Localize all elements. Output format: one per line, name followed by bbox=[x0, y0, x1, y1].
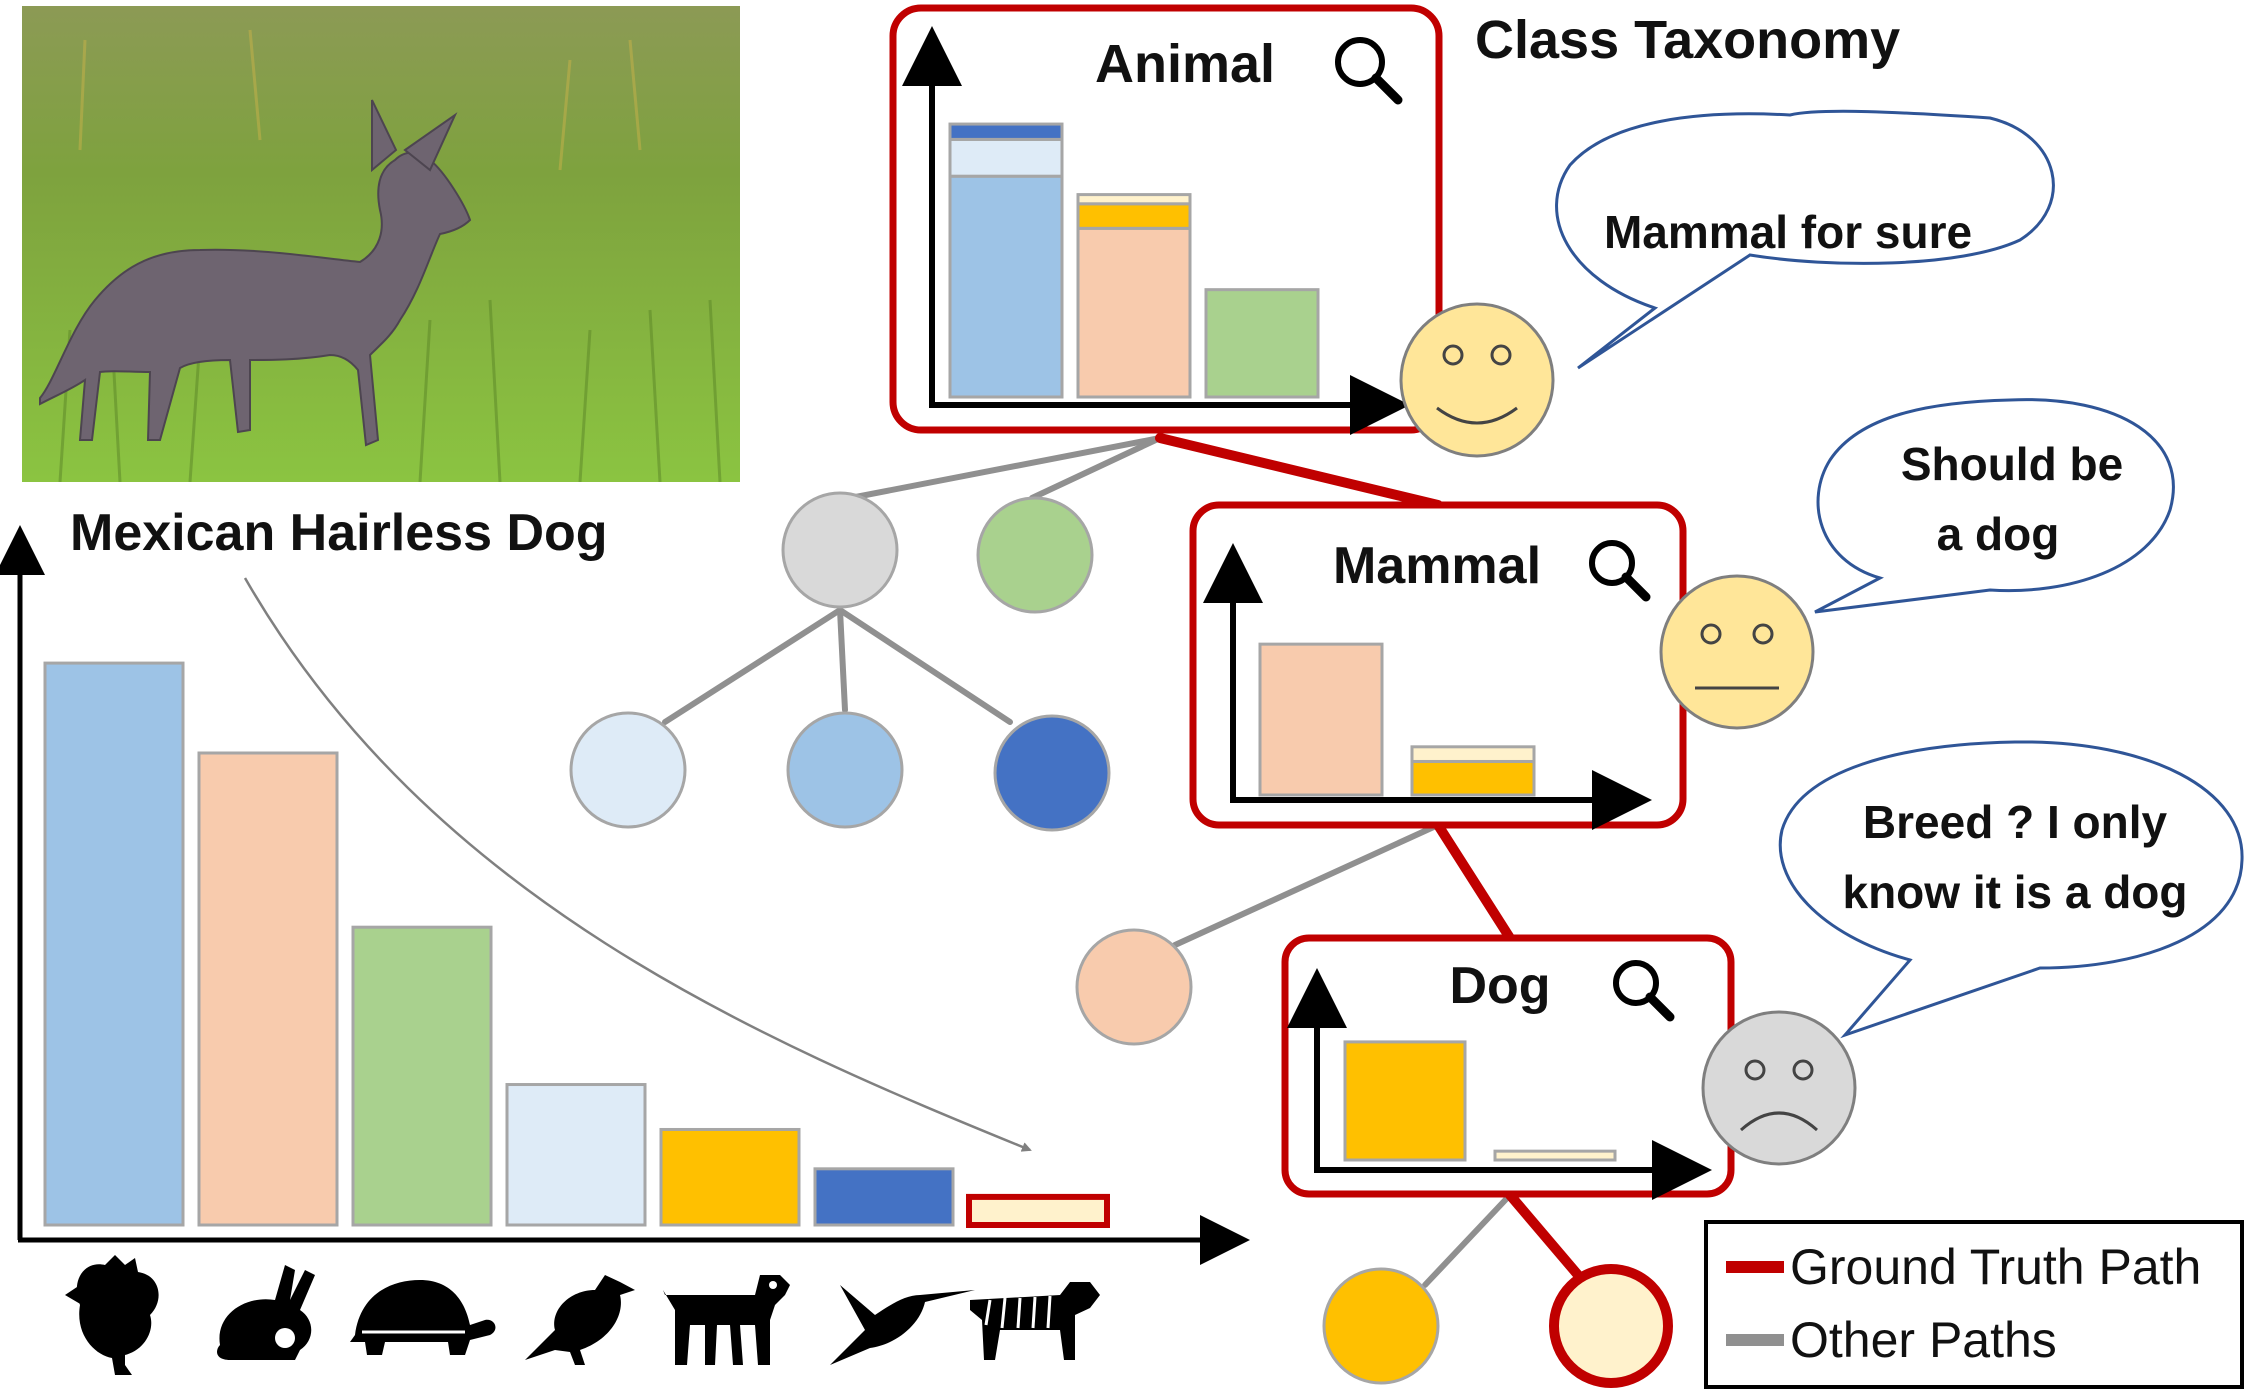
bar-1-seg-3 bbox=[1076, 226, 1192, 399]
dog-photo bbox=[22, 6, 740, 482]
legend-other-label: Other Paths bbox=[1790, 1312, 2057, 1368]
speech-mammal-line-2: a dog bbox=[1937, 508, 2060, 560]
bar-0-seg-2 bbox=[948, 122, 1064, 141]
node-mid-blue bbox=[786, 711, 904, 829]
edge-dog-cream bbox=[1505, 1190, 1583, 1280]
legend-box bbox=[1704, 1220, 2244, 1389]
node-green bbox=[976, 496, 1094, 614]
bar-2-seg-6 bbox=[1204, 288, 1320, 399]
legend: Ground Truth Path Other Paths bbox=[1704, 1220, 2244, 1389]
bar-3 bbox=[505, 1083, 647, 1227]
bar-6 bbox=[966, 1193, 1110, 1229]
bar-5 bbox=[813, 1167, 955, 1227]
tree-nodes bbox=[569, 491, 1673, 1388]
speech-bubble-dog: Breed ? I only know it is a dog bbox=[1778, 740, 2244, 1039]
edge-animal-gray bbox=[837, 435, 1163, 503]
longtail-chart: Mexican Hairless Dog bbox=[0, 504, 1250, 1265]
node-salmon bbox=[1075, 928, 1193, 1046]
sad-face-icon bbox=[1701, 1010, 1857, 1166]
node-orange bbox=[1322, 1267, 1440, 1385]
taxonomy-title: Class Taxonomy bbox=[1475, 10, 1900, 70]
longtail-trend-arrow bbox=[243, 577, 1032, 1152]
bar-0 bbox=[43, 661, 185, 1227]
tree-edges bbox=[662, 433, 1583, 1288]
legend-ground-truth-label: Ground Truth Path bbox=[1790, 1239, 2201, 1295]
panel-mammal: Mammal bbox=[1189, 501, 1687, 830]
bar-0-seg-0 bbox=[1258, 642, 1384, 797]
panel-mammal-title: Mammal bbox=[1333, 537, 1541, 595]
node-light-blue bbox=[569, 711, 687, 829]
bar-2 bbox=[351, 925, 493, 1227]
photo-label: Mexican Hairless Dog bbox=[70, 504, 608, 562]
panel-dog-title: Dog bbox=[1449, 957, 1550, 1015]
bar-4 bbox=[659, 1127, 801, 1227]
bar-0 bbox=[1343, 1040, 1467, 1162]
node-dark-blue bbox=[993, 714, 1111, 832]
tiger-icon bbox=[970, 1282, 1100, 1360]
panel-animal-title: Animal bbox=[1095, 34, 1275, 94]
turtle-icon bbox=[350, 1280, 496, 1355]
bar-1-seg-4 bbox=[1076, 202, 1192, 230]
dog-icon bbox=[663, 1275, 790, 1365]
edge-dog-orange bbox=[1422, 1192, 1513, 1288]
hummingbird-icon bbox=[830, 1285, 975, 1365]
magnifier-icon bbox=[1589, 540, 1651, 602]
node-gray bbox=[781, 491, 899, 609]
speech-bubble-mammal: Should be a dog bbox=[1814, 398, 2175, 614]
bar-0-seg-0 bbox=[948, 174, 1064, 399]
speech-animal-line-1: Mammal for sure bbox=[1604, 206, 1972, 258]
edge-mammal-salmon bbox=[1172, 822, 1441, 948]
edge-animal-mammal bbox=[1155, 433, 1443, 510]
node-cream-target bbox=[1549, 1264, 1673, 1388]
bar-1-seg-1 bbox=[1410, 759, 1536, 797]
panel-dog: Dog bbox=[1281, 934, 1735, 1200]
edge-gray-midblue bbox=[837, 607, 848, 713]
speech-dog-line-1: Breed ? I only bbox=[1863, 796, 2168, 848]
bar-1 bbox=[197, 751, 339, 1227]
speech-dog-line-2: know it is a dog bbox=[1842, 866, 2187, 918]
edge-gray-darkblue bbox=[837, 607, 1013, 725]
speech-mammal-line-1: Should be bbox=[1901, 438, 2123, 490]
speech-bubble-animal: Mammal for sure bbox=[1555, 109, 2055, 370]
bird-icon bbox=[525, 1275, 635, 1365]
rabbit-icon bbox=[217, 1265, 315, 1360]
magnifier-icon bbox=[1335, 37, 1403, 105]
bar-0-seg-1 bbox=[948, 137, 1064, 178]
magnifier-icon bbox=[1613, 960, 1675, 1022]
panel-animal: Animal bbox=[889, 4, 1443, 435]
neutral-face-icon bbox=[1659, 574, 1815, 730]
bar-1-seg-5 bbox=[1076, 193, 1192, 206]
category-icons bbox=[65, 1255, 1100, 1375]
edge-animal-green bbox=[1029, 435, 1163, 501]
bar-1 bbox=[1493, 1149, 1617, 1162]
edge-mammal-dog bbox=[1433, 820, 1515, 943]
bar-1-seg-2 bbox=[1410, 745, 1536, 763]
edge-gray-lightblue bbox=[662, 607, 843, 725]
happy-face-icon bbox=[1399, 302, 1555, 458]
rooster-icon bbox=[65, 1255, 159, 1375]
